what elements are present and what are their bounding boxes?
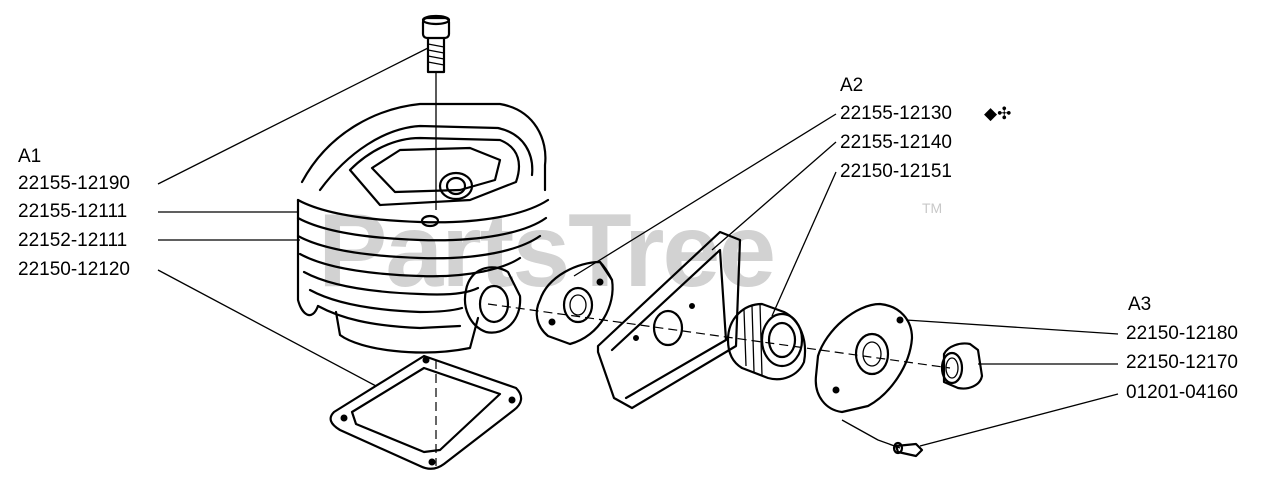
leader-lines xyxy=(157,47,1119,447)
assembly-axis xyxy=(487,303,951,369)
part-number-01201-04160[interactable]: 01201-04160 xyxy=(1126,382,1238,403)
part-number-22150-12180[interactable]: 22150-12180 xyxy=(1126,323,1238,344)
group-label-a2: A2 xyxy=(840,75,864,96)
part-number-22155-12190[interactable]: 22155-12190 xyxy=(18,173,130,194)
part-number-22152-12111[interactable]: 22152-12111 xyxy=(18,230,128,251)
group-label-a1: A1 xyxy=(18,146,42,167)
group-label-a3: A3 xyxy=(1128,294,1152,315)
cylinder xyxy=(296,102,550,354)
part-number-22155-12140[interactable]: 22155-12140 xyxy=(840,132,952,153)
intake-manifold xyxy=(726,302,807,381)
part-number-22155-12130[interactable]: 22155-12130 xyxy=(840,103,952,124)
insulator-plate xyxy=(596,230,742,410)
trademark-mark: TM xyxy=(922,200,943,216)
part-number-22150-12120[interactable]: 22150-12120 xyxy=(18,259,130,280)
screw-axis xyxy=(841,419,901,449)
part-number-22150-12170[interactable]: 22150-12170 xyxy=(1126,352,1238,373)
cylinder-gasket xyxy=(329,354,523,470)
part-symbols: ◆✣ xyxy=(984,104,1012,123)
part-number-22150-12151[interactable]: 22150-12151 xyxy=(840,161,952,182)
part-number-22155-12111[interactable]: 22155-12111 xyxy=(18,201,128,222)
intake-spacer xyxy=(535,260,614,346)
carburetor-flange xyxy=(814,302,914,414)
cylinder-bolt xyxy=(421,14,451,210)
intake-ring xyxy=(940,342,984,390)
flange-screw xyxy=(892,441,924,458)
